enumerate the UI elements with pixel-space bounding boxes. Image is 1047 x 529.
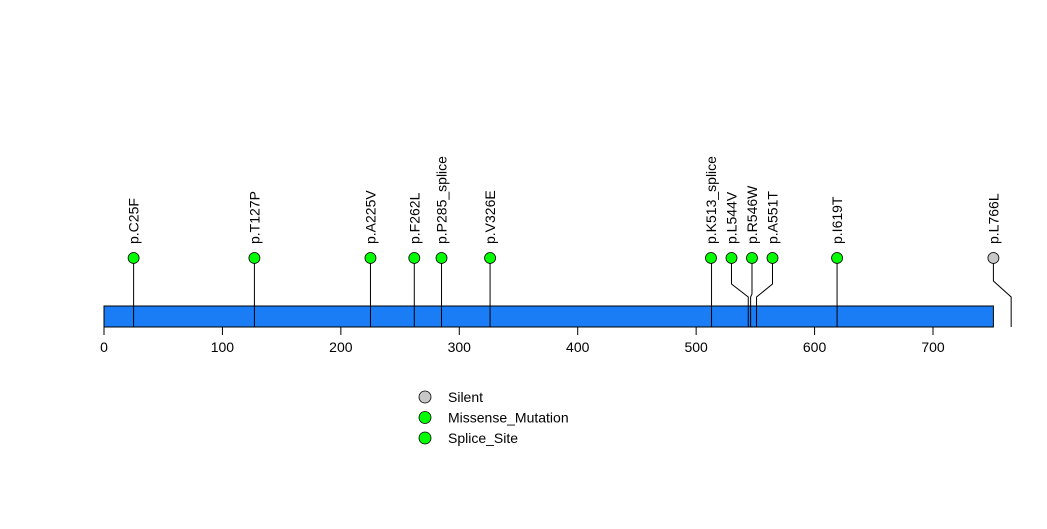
stems bbox=[133, 258, 1012, 327]
mutation-stem bbox=[756, 258, 773, 327]
mutation-point[interactable] bbox=[364, 252, 377, 264]
mutation-point[interactable] bbox=[831, 252, 843, 264]
mutation-label: p.L544V bbox=[723, 191, 739, 244]
mutation-stem bbox=[750, 258, 753, 327]
mutation-label: p.I619T bbox=[829, 196, 845, 244]
mutation-points: p.C25F p.T127P p.A225V p.F262L p.P285_splice… bbox=[126, 156, 1001, 264]
mutation-stem bbox=[730, 258, 749, 327]
protein-bar bbox=[103, 305, 994, 328]
mutation-label: p.R546W bbox=[744, 185, 760, 244]
mutation-label: p.A551T bbox=[764, 191, 780, 244]
mutation-point[interactable] bbox=[987, 252, 1000, 264]
mutation-label: p.V326E bbox=[482, 190, 498, 244]
x-axis: 0 100 200 300 400 500 600 700 bbox=[100, 326, 945, 355]
mutation-point[interactable] bbox=[435, 252, 448, 264]
mutation-point[interactable] bbox=[408, 252, 421, 264]
mutation-label: p.P285_splice bbox=[434, 156, 450, 244]
legend-label: Silent bbox=[448, 389, 483, 405]
legend-marker bbox=[418, 431, 432, 445]
mutation-point[interactable] bbox=[725, 252, 738, 264]
mutation-point[interactable] bbox=[127, 252, 140, 264]
mutation-point[interactable] bbox=[248, 252, 261, 264]
x-tick-label: 0 bbox=[100, 339, 108, 355]
x-tick-label: 400 bbox=[566, 339, 590, 355]
mutation-stem bbox=[992, 258, 1012, 327]
legend-label: Splice_Site bbox=[448, 430, 518, 446]
legend-marker bbox=[418, 411, 432, 424]
mutation-point[interactable] bbox=[746, 252, 758, 264]
mutation-label: p.A225V bbox=[362, 190, 378, 244]
legend-marker bbox=[418, 390, 432, 404]
x-tick-label: 600 bbox=[803, 339, 827, 355]
x-tick-label: 500 bbox=[684, 339, 708, 355]
mutation-label: p.T127P bbox=[246, 191, 262, 244]
x-tick-label: 200 bbox=[329, 339, 353, 355]
x-tick-label: 300 bbox=[448, 339, 472, 355]
mutation-point[interactable] bbox=[766, 252, 779, 264]
mutation-label: p.K513_splice bbox=[703, 156, 719, 244]
legend-label: Missense_Mutation bbox=[448, 410, 569, 426]
x-tick-label: 100 bbox=[211, 339, 235, 355]
mutation-point[interactable] bbox=[484, 252, 496, 264]
mutation-label: p.L766L bbox=[985, 193, 1001, 244]
mutation-label: p.C25F bbox=[126, 198, 142, 244]
mutation-point[interactable] bbox=[705, 252, 717, 264]
x-tick-label: 700 bbox=[921, 339, 945, 355]
mutation-label: p.F262L bbox=[406, 192, 422, 244]
